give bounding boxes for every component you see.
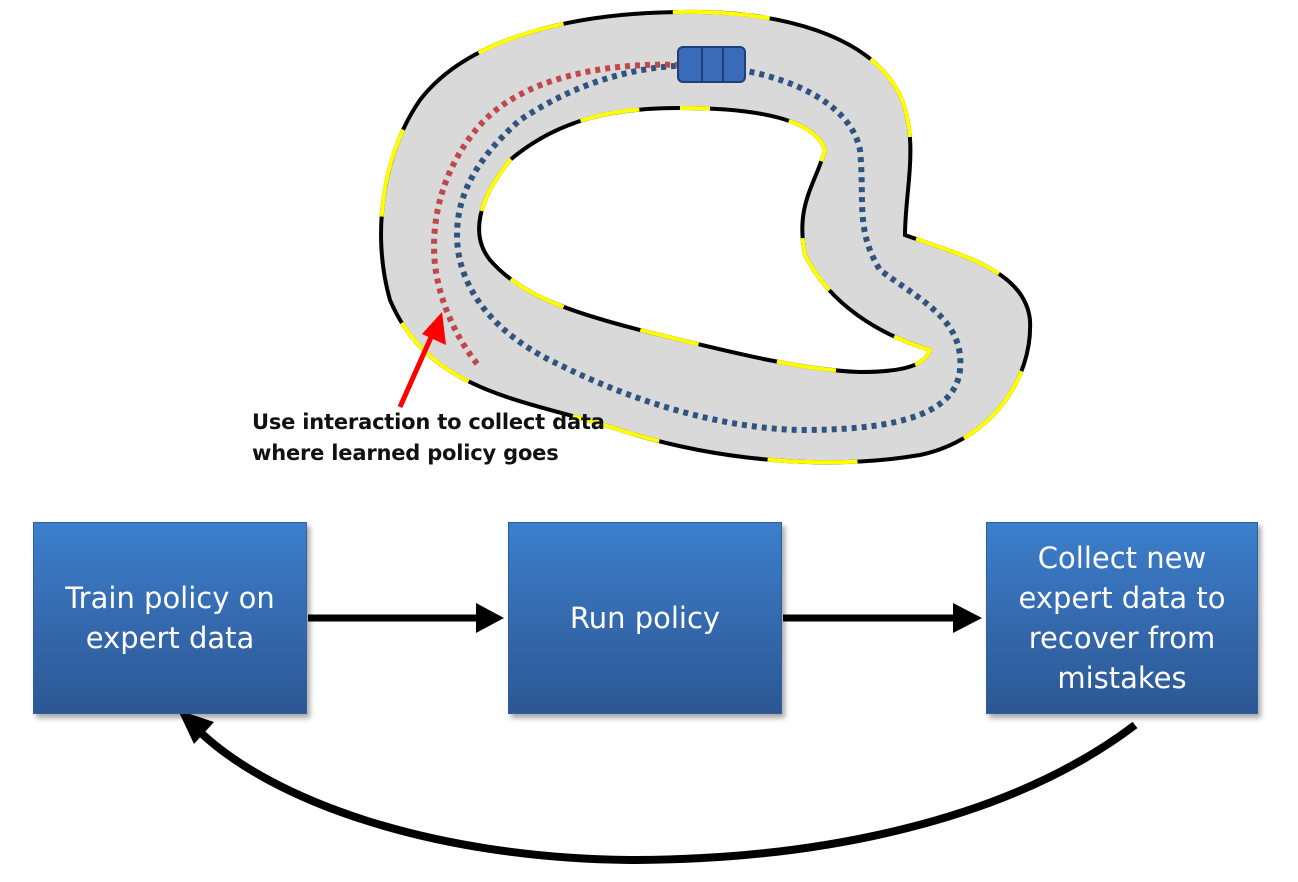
track-inner-edge-yellow [477, 105, 933, 375]
run-policy-line-1: Run policy [569, 601, 721, 635]
race-track [379, 9, 1033, 465]
collect-line-3: recover from [1028, 621, 1216, 655]
train-policy-line-2: expert data [85, 621, 255, 655]
flow-arrow-run-to-collect [783, 603, 982, 633]
learned-trajectory [431, 61, 681, 367]
track-outer-edge-yellow [379, 9, 1033, 465]
collect-line-4: mistakes [1057, 661, 1187, 695]
annotation-line-1: Use interaction to collect data [252, 410, 605, 434]
expert-trajectory [454, 62, 964, 434]
red-arrow-icon [397, 312, 446, 409]
flow-arrow-loop-back [178, 710, 1138, 865]
train-policy-box: Train policy on expert data [33, 522, 307, 714]
track-infield [479, 108, 930, 372]
train-policy-line-1: Train policy on [65, 581, 275, 615]
interaction-annotation: Use interaction to collect data where le… [252, 407, 672, 469]
collect-expert-data-box: Collect new expert data to recover from … [986, 522, 1258, 714]
run-policy-box: Run policy [508, 522, 782, 714]
annotation-line-2: where learned policy goes [252, 441, 559, 465]
car-icon [677, 46, 746, 83]
collect-line-2: expert data to [1018, 581, 1226, 615]
flow-arrow-train-to-run [308, 603, 504, 633]
collect-line-1: Collect new [1037, 541, 1207, 575]
